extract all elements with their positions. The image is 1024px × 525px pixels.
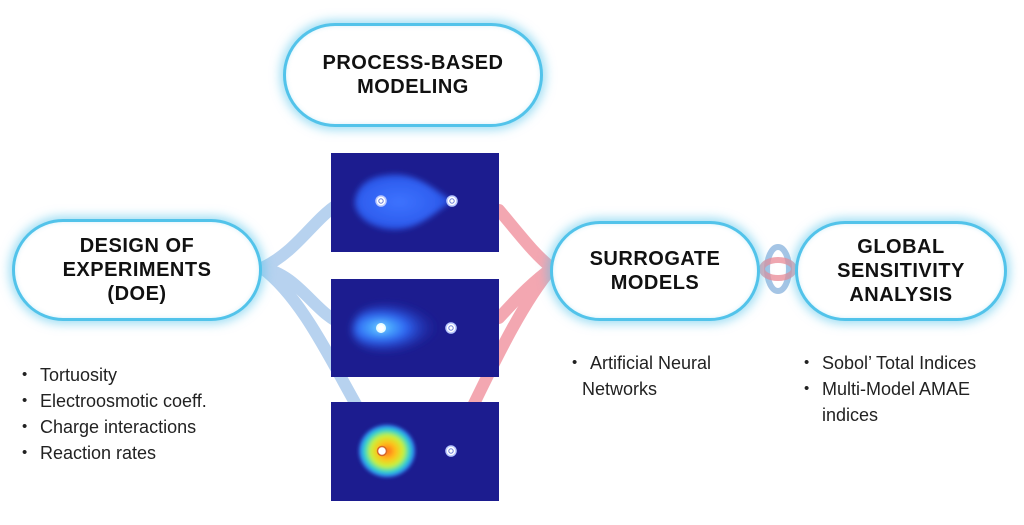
gsa-line-1: GLOBAL: [857, 236, 945, 258]
process-based-modeling-line-1: PROCESS-BASED: [322, 52, 504, 74]
list-item: Reaction rates: [22, 440, 207, 466]
surrogate-models-box: SURROGATE MODELS: [550, 221, 760, 321]
list-item: Tortuosity: [22, 362, 207, 388]
surrogate-gsa-link: [759, 244, 797, 294]
electrode-left-marker: [376, 445, 388, 457]
list-item: Artificial Neural Networks: [572, 350, 711, 402]
global-sensitivity-analysis-box: GLOBAL SENSITIVITY ANALYSIS: [795, 221, 1007, 321]
gsa-line-2: SENSITIVITY: [837, 260, 965, 282]
process-based-modeling-line-2: MODELING: [357, 76, 469, 98]
list-item: Multi-Model AMAE indices: [804, 376, 976, 428]
electrode-left-marker: [378, 325, 384, 331]
list-item-line-1: Sobol’ Total Indices: [822, 353, 977, 373]
doe-to-panel-3-connector: [256, 262, 371, 426]
list-item-line-2: Networks: [582, 379, 658, 399]
surrogate-line-2: MODELS: [610, 272, 700, 294]
surrogate-line-1: SURROGATE: [589, 248, 721, 270]
doe-line-1: DESIGN OF: [79, 235, 195, 257]
surrogate-method-list: Artificial Neural Networks: [572, 350, 711, 402]
list-item: Sobol’ Total Indices: [804, 350, 976, 376]
simulation-field-3-image: [357, 423, 457, 479]
list-item-line-1: Multi-Model AMAE: [822, 379, 971, 399]
simulation-field-2-image: [352, 304, 457, 352]
doe-parameter-list: Tortuosity Electroosmotic coeff. Charge …: [22, 362, 207, 466]
process-based-modeling-box: PROCESS-BASED MODELING: [283, 23, 543, 127]
panel-3-to-surrogate-connector: [464, 262, 558, 418]
design-of-experiments-box: DESIGN OF EXPERIMENTS (DOE): [12, 219, 262, 321]
panel-1-to-surrogate-connector: [493, 204, 558, 274]
list-item: Electroosmotic coeff.: [22, 388, 207, 414]
doe-line-3: (DOE): [107, 283, 167, 305]
list-item-line-2: indices: [822, 405, 879, 425]
gsa-method-list: Sobol’ Total Indices Multi-Model AMAE in…: [804, 350, 976, 428]
simulation-field-3: [331, 402, 499, 501]
list-item-line-1: Artificial Neural: [590, 353, 712, 373]
gsa-line-3: ANALYSIS: [849, 284, 953, 306]
simulation-field-1-image: [354, 174, 458, 230]
doe-line-2: EXPERIMENTS: [62, 259, 212, 281]
simulation-field-2: [331, 279, 499, 377]
list-item: Charge interactions: [22, 414, 207, 440]
simulation-field-1: [331, 153, 499, 252]
